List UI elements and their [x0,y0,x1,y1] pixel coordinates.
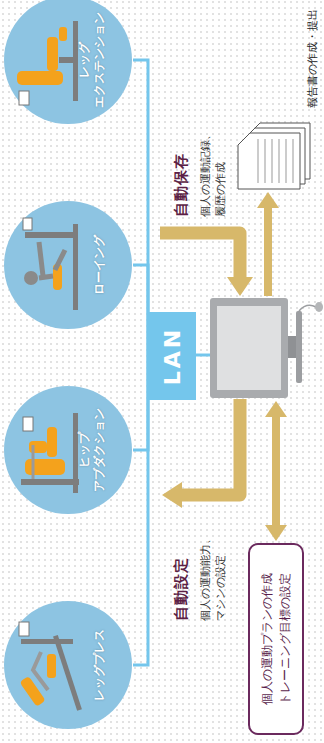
flow-note: 個人の運動記録、 履歴の作成 [198,105,228,217]
document-line [272,139,273,183]
auto-save-arrow [227,277,253,296]
document-page [238,133,300,189]
circle-outline [4,386,132,514]
report-arrow [257,192,279,208]
document-line [286,139,287,183]
computer [210,298,323,398]
lan-cable [196,354,211,357]
computer [315,302,323,312]
circle-outline [3,0,133,125]
plan-double-arrow [265,401,287,417]
plan-double-arrow [265,401,287,541]
auto-setting-arrow [180,399,240,495]
computer [299,305,316,311]
flow-heading: 自動保存 [172,153,191,217]
machine-circle: レッグ エクステンション [3,0,133,125]
network-wire [133,60,148,356]
document-line [279,139,280,183]
machine-circle: レッグプレス [3,600,133,730]
computer [296,311,302,383]
network-box: LAN [148,312,196,400]
node-text: 報告書の作成・提出 [305,9,320,108]
circle-outline [3,600,133,730]
node-text: ヒップ アブダクション [77,400,107,500]
machine-circle: ヒップ アブダクション [3,385,133,515]
auto-setting-arrow [162,482,182,508]
circle-outline [4,201,132,329]
computer [217,306,281,390]
network-wire [133,356,148,450]
node-text: 個人の運動プランの作成 [258,573,276,705]
document-line [258,139,259,183]
report-document: 報告書の作成・提出 [236,3,322,191]
lan-cable [196,355,211,356]
auto-save-arrow [160,233,240,279]
computer [210,298,288,398]
auto-save-arrow [160,233,253,296]
document-line [293,139,294,183]
report-arrow [257,192,279,296]
node-text: レッグプレス [92,615,107,715]
circle-outline [4,601,132,729]
circle-outline [3,385,133,515]
network-wire [133,356,148,665]
flow-note: 個人の運動能力、 マシンの設定 [198,509,228,621]
node-text: LAN [160,327,185,385]
plan-double-arrow [272,415,280,527]
computer [288,336,296,358]
machine-circle: ローイング [3,200,133,330]
plan-box: 個人の運動プランの作成トレーニング目標の設定 [248,543,304,735]
flow-heading: 自動設定 [172,557,191,621]
node-text: トレーニング目標の設定 [276,573,294,705]
circle-outline [4,0,132,124]
circle-outline [3,200,133,330]
document-line [265,139,266,183]
network-wire [133,265,148,356]
plan-double-arrow [265,525,287,541]
report-arrow [264,207,272,296]
auto-setting-arrow [162,399,240,508]
node-text: ローイング [92,215,107,315]
node-text: レッグ エクステンション [77,10,107,110]
